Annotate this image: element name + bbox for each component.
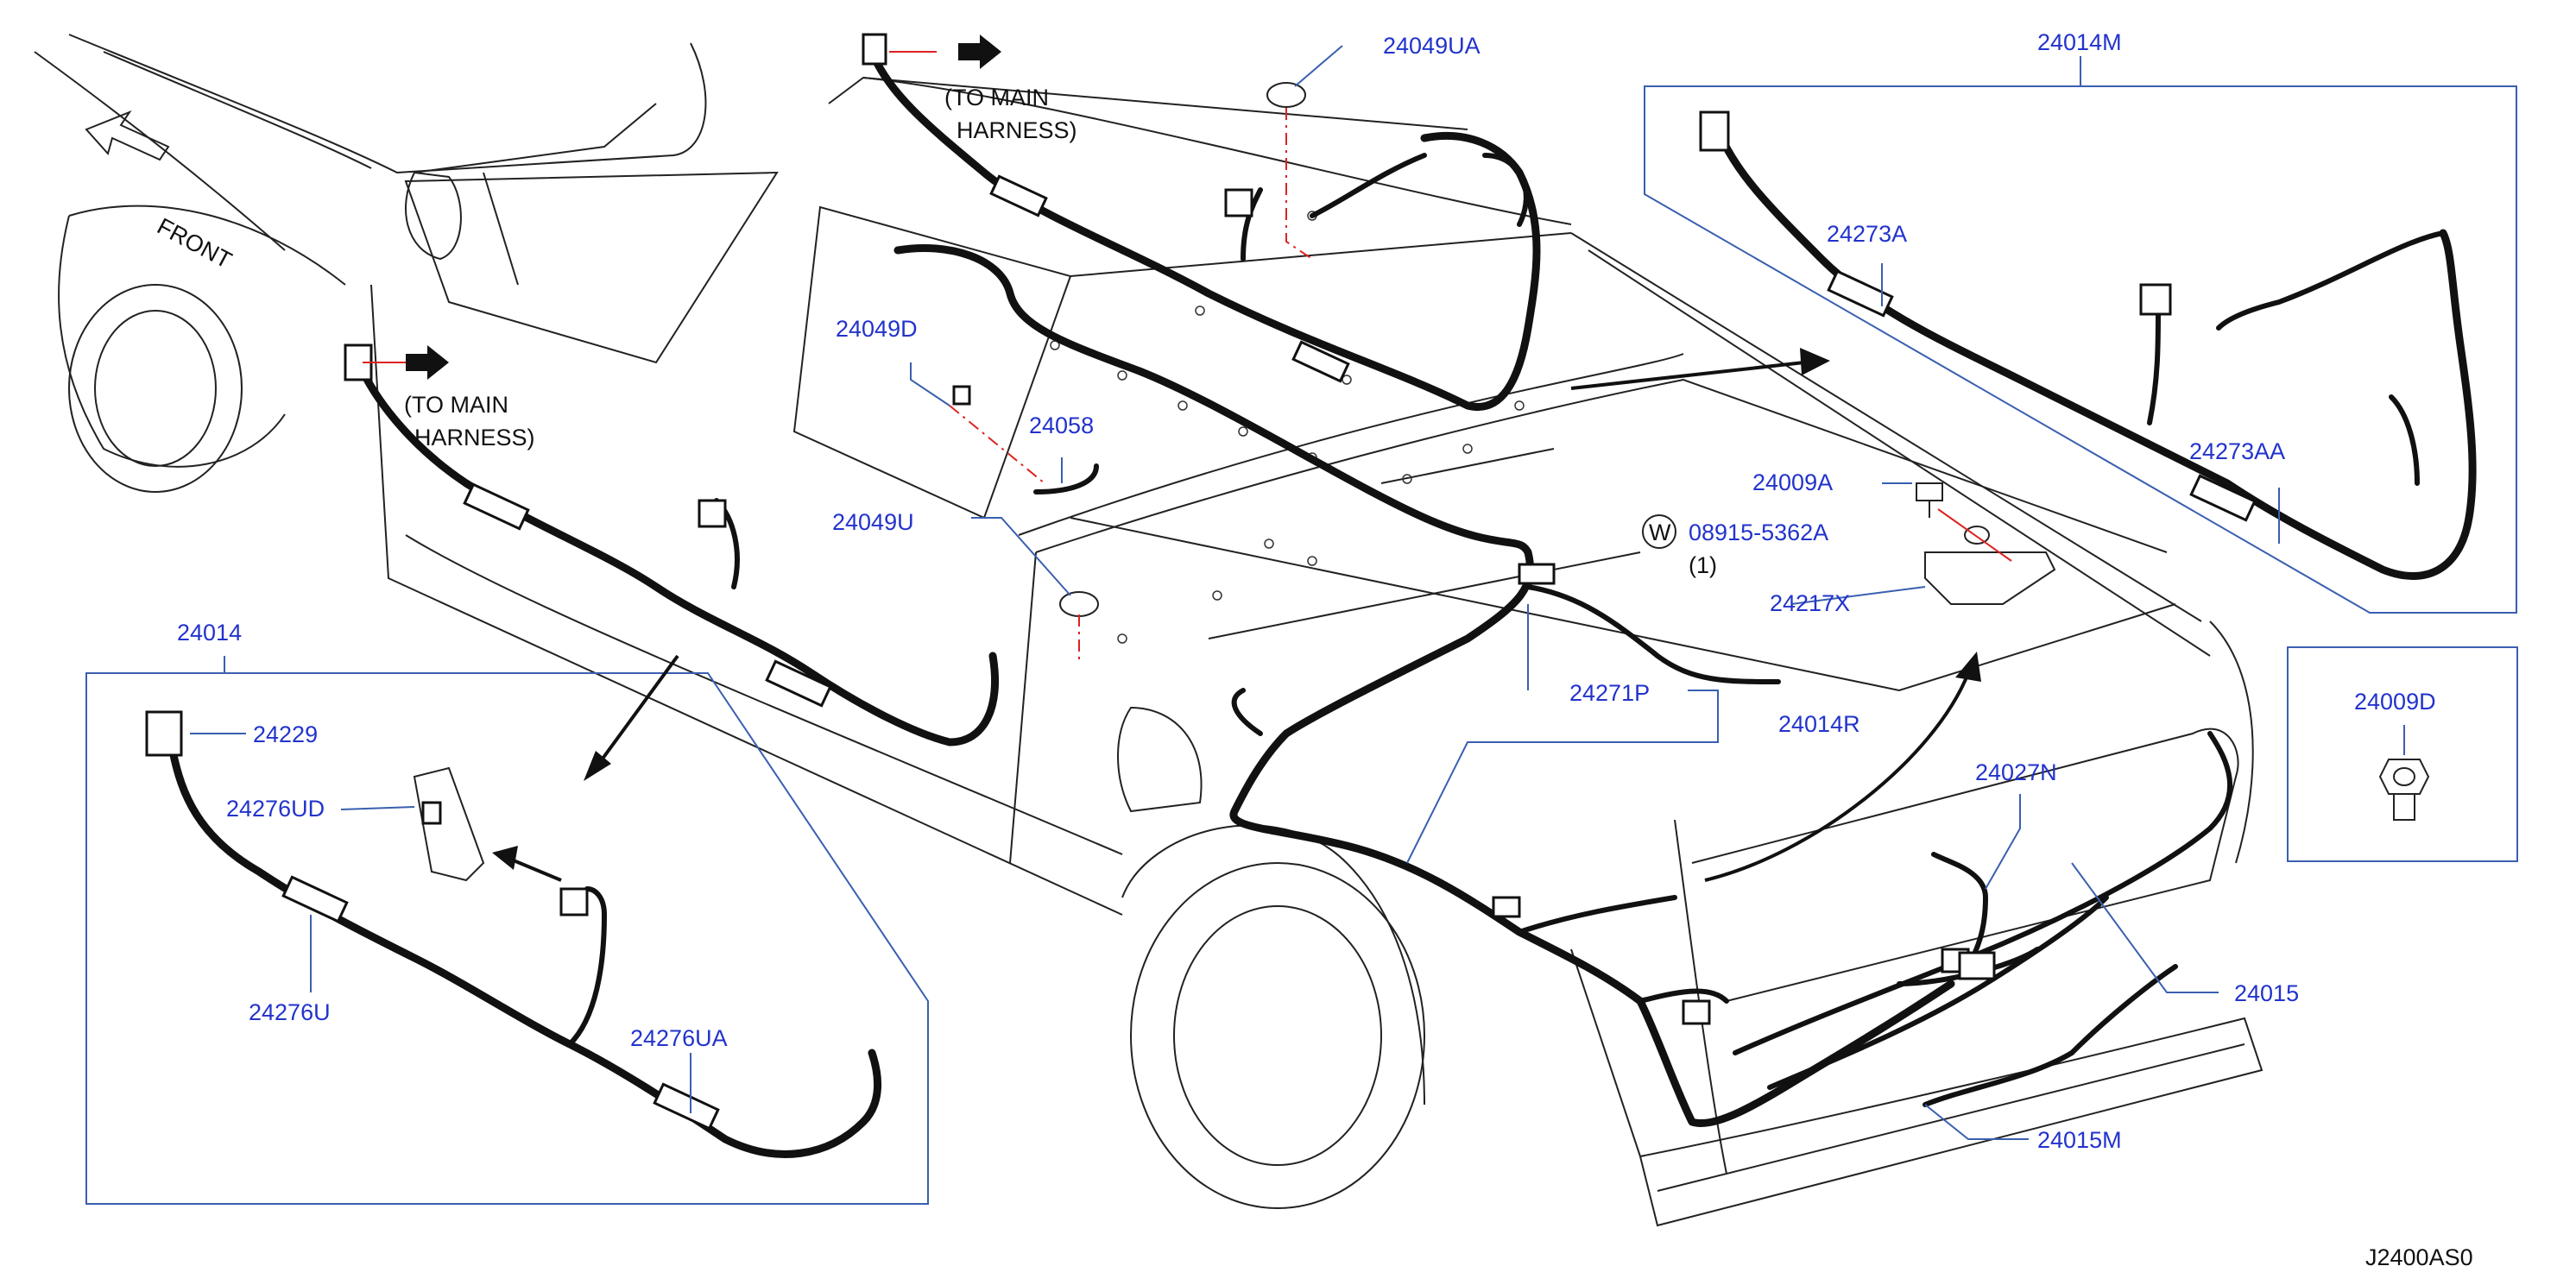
to-main-harness-upper-line1: (TO MAIN [944, 85, 1049, 110]
to-main-harness-left-line1: (TO MAIN [404, 392, 508, 418]
part-label-24271p: 24271P [1569, 680, 1650, 706]
truck-body-outline [34, 34, 2263, 1227]
part-label-24049u: 24049U [832, 509, 914, 535]
detail-box-24014m [1644, 85, 2517, 614]
leader-lines [190, 45, 2405, 1140]
bed-floor-holes [1050, 211, 1525, 644]
part-label-24273a: 24273A [1827, 221, 1907, 247]
right-arrow-icon [1800, 348, 1830, 375]
part-label-24273aa: 24273AA [2189, 438, 2285, 464]
drawing-id: J2400AS0 [2365, 1244, 2473, 1270]
red-reference-lines [363, 51, 2012, 665]
washer-symbol-text: W [1649, 520, 1671, 545]
detail-box-24014 [85, 672, 929, 1205]
to-main-harness-left-line2: HARNESS) [414, 425, 535, 450]
washer-quantity: (1) [1689, 552, 1717, 578]
detail-box-24009d [2287, 646, 2518, 862]
part-label-24009d: 24009D [2354, 689, 2436, 715]
harness-left-body [344, 343, 1000, 746]
to-main-harness-upper-line2: HARNESS) [957, 117, 1077, 143]
left-arrow-icon [492, 846, 518, 870]
part-label-24015: 24015 [2234, 980, 2299, 1006]
part-label-24049ua: 24049UA [1383, 33, 1481, 59]
part-label-24049d: 24049D [836, 316, 918, 342]
direction-arrows [85, 35, 1981, 882]
part-label-24276ud: 24276UD [226, 796, 325, 822]
part-label-24014: 24014 [177, 620, 242, 646]
front-label: FRONT [153, 213, 236, 274]
part-label-24027n: 24027N [1975, 759, 2057, 785]
washer-symbol-icon [1642, 514, 1676, 549]
part-label-24229: 24229 [253, 721, 318, 747]
harness-tailgate [1897, 852, 2178, 1107]
up-arrow-icon [1955, 652, 1981, 682]
part-label-24217x: 24217X [1770, 590, 1850, 616]
part-label-24015m: 24015M [2037, 1127, 2122, 1153]
part-label-24058: 24058 [1029, 413, 1094, 438]
part-label-24276u: 24276U [249, 999, 331, 1025]
part-label-24276ua: 24276UA [630, 1025, 728, 1051]
right-arrow-icon [958, 35, 1001, 69]
harness-24014r [893, 243, 2233, 1127]
part-label-08915-5362a: 08915-5362A [1689, 520, 1828, 545]
right-arrow-icon [406, 345, 449, 380]
part-label-24009a: 24009A [1752, 469, 1833, 495]
part-labels: FRONT (TO MAIN HARNESS) (TO MAIN HARNESS… [153, 29, 2472, 1270]
part-label-24014m: 24014M [2037, 29, 2122, 55]
front-arrow-icon [85, 110, 170, 161]
small-parts [952, 82, 2056, 617]
harness-upper-body [862, 33, 1541, 411]
part-label-24014r: 24014R [1778, 711, 1860, 737]
down-arrow-icon [584, 751, 611, 781]
